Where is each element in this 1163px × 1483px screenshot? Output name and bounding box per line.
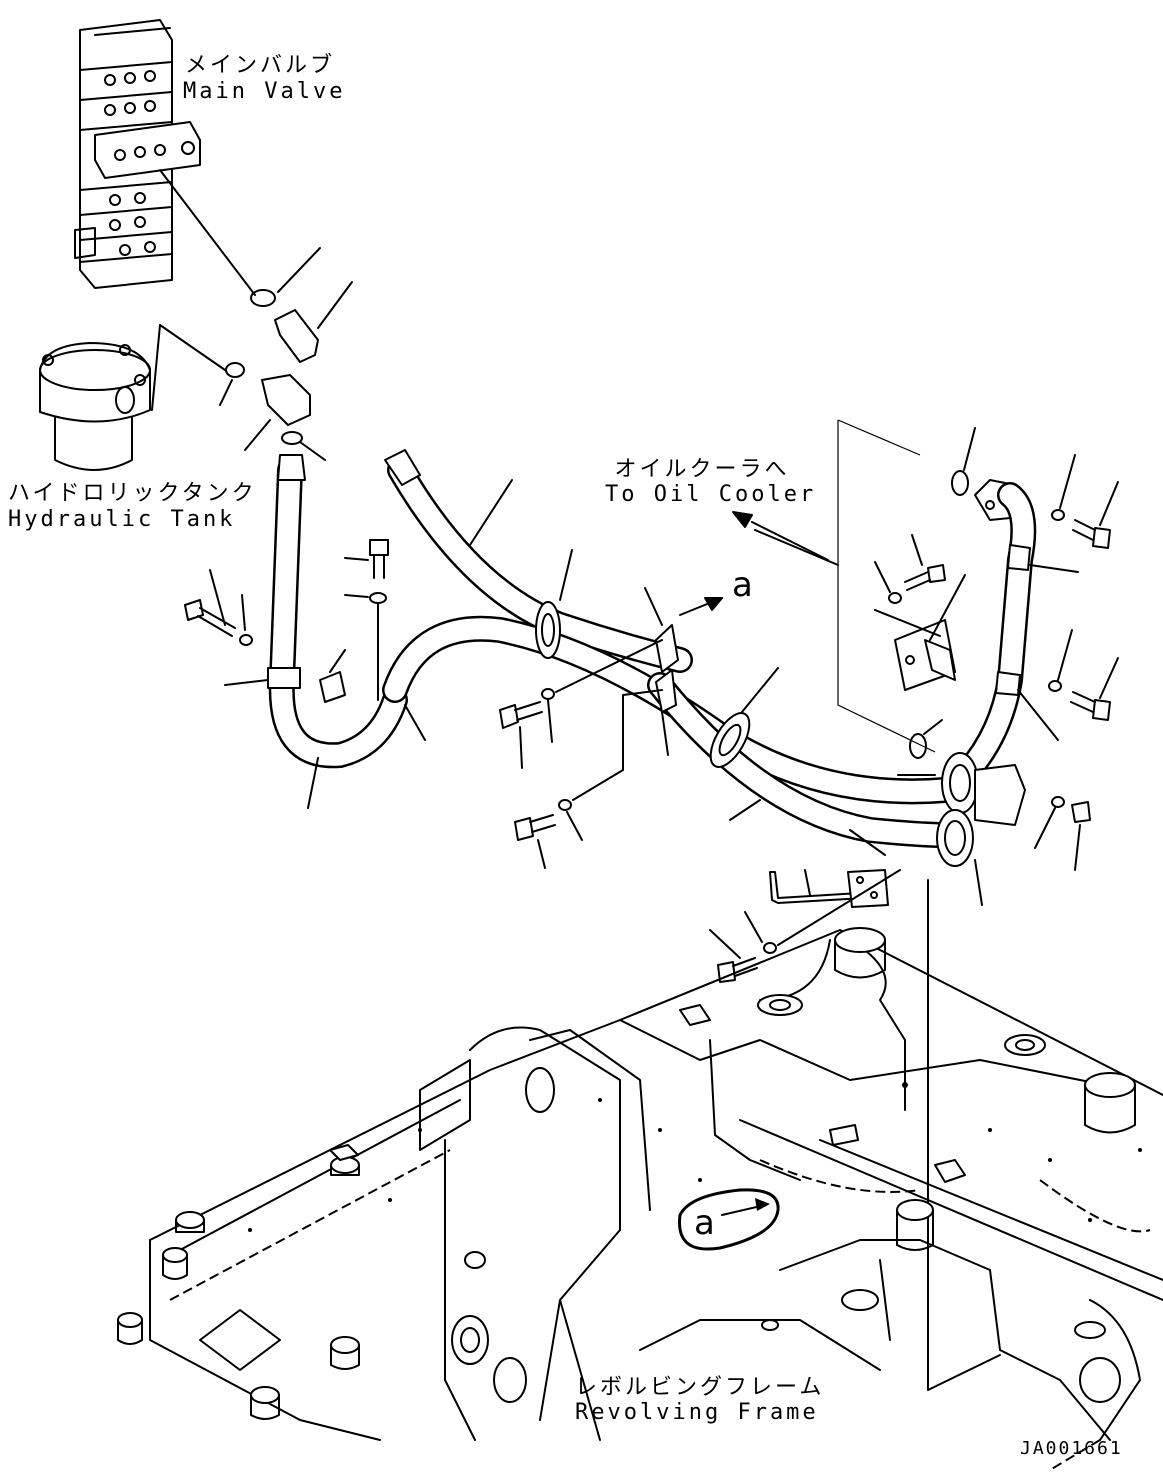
bracket	[894, 619, 956, 691]
clamp	[655, 669, 677, 713]
main-valve-label-jp: メインバルブ	[185, 53, 336, 78]
bolt	[369, 539, 389, 579]
o-ring	[951, 470, 969, 496]
clamp	[655, 624, 679, 673]
block-fitting	[974, 764, 1026, 826]
drawing-code: JA001661	[1020, 1438, 1123, 1459]
grommet	[535, 601, 561, 659]
oil-cooler-label-en: To Oil Cooler	[605, 482, 817, 507]
flange	[941, 752, 979, 814]
washer	[369, 592, 387, 604]
o-ring	[909, 733, 927, 759]
grommet	[709, 712, 751, 768]
revolving-frame-label-jp: レボルビングフレーム	[575, 1375, 825, 1400]
washer	[1051, 796, 1065, 808]
bolt	[717, 957, 758, 983]
nut	[1071, 801, 1091, 823]
hose-main	[382, 615, 958, 848]
hose-left	[267, 454, 408, 769]
washer	[558, 799, 572, 811]
oil-cooler-label-jp: オイルクーラへ	[614, 457, 790, 482]
main-valve-label-en: Main Valve	[183, 79, 346, 104]
hydraulic-tank-label-jp: ハイドロリックタンク	[8, 481, 257, 506]
bolt	[1070, 691, 1111, 721]
revolving-frame-label-en: Revolving Frame	[575, 1400, 819, 1425]
o-ring	[225, 362, 245, 378]
o-ring	[281, 431, 303, 445]
hydraulic-tank-assembly	[39, 342, 151, 471]
main-valve-assembly	[74, 19, 201, 289]
spacer	[319, 671, 346, 703]
washer	[1051, 509, 1065, 521]
view-marker-upper: a	[732, 565, 753, 605]
washer	[541, 688, 555, 700]
washer	[763, 942, 777, 954]
cooler-pipe	[947, 479, 1037, 793]
elbow-fitting	[261, 374, 311, 426]
adapter-fitting	[274, 309, 319, 363]
view-marker-lower: a	[694, 1203, 715, 1243]
flange	[936, 809, 974, 867]
bolt	[904, 564, 946, 591]
washer	[239, 634, 253, 646]
washer	[888, 592, 902, 604]
bolt	[184, 599, 236, 637]
revolving-frame	[117, 927, 1163, 1471]
washer	[1048, 680, 1062, 692]
bolt	[514, 814, 556, 841]
hydraulic-tank-label-en: Hydraulic Tank	[8, 507, 236, 532]
bolt	[1072, 519, 1111, 549]
bolt	[499, 701, 543, 729]
o-ring	[250, 289, 276, 307]
